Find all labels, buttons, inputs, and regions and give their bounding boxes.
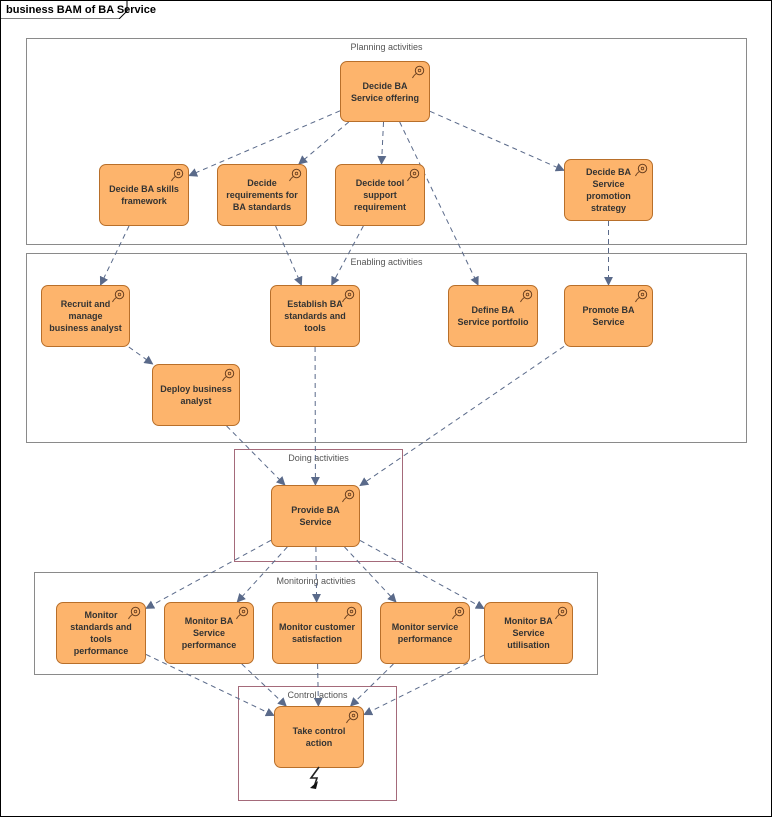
flow-edge-decide_tool-to-establish (331, 225, 364, 286)
process-gear-icon (635, 289, 648, 303)
process-gear-icon (171, 168, 184, 182)
diagram-title: business BAM of BA Service (6, 4, 156, 16)
group-doing: Doing activities (234, 449, 403, 562)
activity-provide-ba-service[interactable]: Provide BA Service (271, 485, 360, 547)
flow-edge-decide_offering-to-decide_tool (377, 121, 387, 165)
flow-edge-provide-to-monitor_standards (145, 539, 272, 609)
activity-establish-ba-standards-and-tools[interactable]: Establish BA standards and tools (270, 285, 360, 347)
group-control-label: Control actions (287, 690, 348, 700)
activity-decide-requirements-for-ba-standards[interactable]: Decide requirements for BA standards (217, 164, 307, 226)
process-gear-icon (342, 289, 355, 303)
activity-monitor-customer-satisfaction[interactable]: Monitor customer satisfaction (272, 602, 362, 664)
activity-label: Define BA Service portfolio (457, 305, 529, 327)
flow-edge-provide-to-monitor_customer (311, 546, 321, 603)
flow-edge-monitor_standards-to-control_action (145, 654, 275, 717)
group-doing-label: Doing activities (288, 453, 349, 463)
process-gear-icon (222, 368, 235, 382)
lightning-bolt-icon (309, 766, 320, 789)
flow-edge-decide_requirements-to-establish (275, 225, 303, 286)
activity-monitor-ba-service-utilisation[interactable]: Monitor BA Service utilisation (484, 602, 573, 664)
activity-monitor-ba-service-performance[interactable]: Monitor BA Service performance (164, 602, 254, 664)
group-control: Control actions (238, 686, 397, 801)
activity-label: Decide tool support requirement (353, 178, 406, 212)
group-monitoring-label: Monitoring activities (276, 576, 356, 586)
activity-label: Decide BA Service promotion strategy (585, 167, 631, 213)
process-gear-icon (344, 606, 357, 620)
activity-label: Establish BA standards and tools (284, 299, 346, 333)
process-gear-icon (289, 168, 302, 182)
group-enabling: Enabling activities (26, 253, 747, 443)
activity-monitor-service-performance[interactable]: Monitor service performance (380, 602, 470, 664)
flow-edge-decide_offering-to-decide_requirements (298, 121, 350, 165)
process-gear-icon (555, 606, 568, 620)
activity-label: Take control action (292, 726, 346, 748)
group-planning-label: Planning activities (350, 42, 423, 52)
activity-label: Deploy business analyst (160, 384, 232, 406)
activity-label: Decide requirements for BA standards (226, 178, 298, 212)
group-planning: Planning activities (26, 38, 747, 245)
process-gear-icon (407, 168, 420, 182)
activity-label: Monitor service performance (391, 622, 459, 644)
activity-decide-tool-support-requirement[interactable]: Decide tool support requirement (335, 164, 425, 226)
activity-label: Monitor customer satisfaction (279, 622, 356, 644)
activity-monitor-standards-and-tools-performance[interactable]: Monitor standards and tools performance (56, 602, 146, 664)
flow-edge-decide_offering-to-define_portfolio (399, 121, 479, 286)
activity-label: Decide BA Service offering (350, 80, 420, 103)
activity-deploy-business-analyst[interactable]: Deploy business analyst (152, 364, 240, 426)
group-enabling-label: Enabling activities (350, 257, 423, 267)
flow-edge-provide-to-monitor_service (344, 546, 397, 603)
process-gear-icon (346, 710, 359, 724)
flow-edge-promote-to-provide (359, 345, 565, 487)
activity-promote-ba-service[interactable]: Promote BA Service (564, 285, 653, 347)
activity-label: Monitor standards and tools performance (70, 610, 132, 656)
activity-label: Decide BA skills framework (109, 184, 179, 206)
process-gear-icon (412, 65, 425, 79)
flow-edge-provide-to-monitor_utilisation (359, 540, 485, 609)
group-monitoring: Monitoring activities (34, 572, 598, 675)
frame-title-tab (1, 1, 128, 19)
activity-label: Recruit and manage business analyst (49, 299, 122, 333)
flow-edge-monitor_service-to-control_action (349, 663, 394, 707)
activity-label: Monitor BA Service utilisation (504, 616, 553, 650)
activity-take-control-action[interactable]: Take control action (274, 706, 364, 768)
process-gear-icon (342, 489, 355, 503)
flow-edge-monitor_ba_perf-to-control_action (241, 663, 287, 707)
process-gear-icon (452, 606, 465, 620)
flow-edge-decide_offering-to-decide_skills (188, 110, 341, 177)
activity-decide-ba-service-promotion-strategy[interactable]: Decide BA Service promotion strategy (564, 159, 653, 221)
flow-edge-monitor_utilisation-to-control_action (363, 654, 485, 716)
process-gear-icon (635, 163, 648, 177)
activity-label: Provide BA Service (291, 505, 340, 527)
activity-label: Monitor BA Service performance (181, 616, 237, 650)
activity-decide-ba-skills-framework[interactable]: Decide BA skills framework (99, 164, 189, 226)
activity-decide-ba-service-offering[interactable]: Decide BA Service offering (340, 61, 430, 122)
process-gear-icon (236, 606, 249, 620)
activity-define-ba-service-portfolio[interactable]: Define BA Service portfolio (448, 285, 538, 347)
flow-edge-decide_offering-to-decide_promotion (429, 110, 565, 172)
process-gear-icon (128, 606, 141, 620)
flow-edge-deploy-to-provide (226, 425, 286, 486)
activity-label: Promote BA Service (582, 305, 635, 327)
flow-edge-decide_skills-to-recruit (99, 225, 130, 286)
flow-edge-monitor_customer-to-control_action (313, 663, 323, 707)
activity-recruit-and-manage-business-analyst[interactable]: Recruit and manage business analyst (41, 285, 130, 347)
process-gear-icon (112, 289, 125, 303)
process-gear-icon (520, 289, 533, 303)
flow-edge-recruit-to-deploy (128, 346, 154, 365)
flow-edge-provide-to-monitor_ba_perf (236, 546, 288, 603)
